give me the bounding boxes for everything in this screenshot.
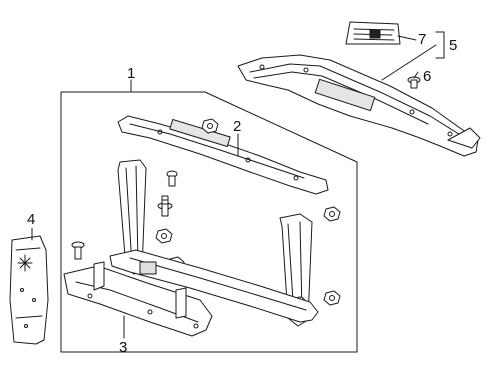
bolt: [71, 241, 85, 260]
stud: [166, 170, 178, 187]
label-plate: [345, 21, 401, 45]
lower-support-3: [63, 261, 213, 337]
bolt: [157, 195, 173, 217]
callout-1: 1: [127, 65, 136, 82]
upper-tie-bar: [237, 54, 481, 157]
callout-2: 2: [233, 118, 242, 135]
nut: [155, 228, 173, 244]
assembly-1-boundary: [60, 91, 358, 353]
nut: [323, 206, 341, 222]
callout-5: 5: [449, 37, 458, 54]
side-deflector-4: [9, 235, 49, 345]
callout-3: 3: [119, 339, 128, 356]
nut: [323, 290, 341, 306]
nut: [201, 118, 219, 134]
push-pin: [407, 76, 421, 89]
callout-6: 6: [423, 68, 432, 85]
left-upright: [117, 159, 147, 275]
upper-support-2: [117, 115, 329, 195]
lower-crossbar: [109, 249, 319, 323]
callout-7: 7: [418, 31, 427, 48]
leader-lines: [31, 31, 445, 339]
callout-4: 4: [27, 211, 36, 228]
